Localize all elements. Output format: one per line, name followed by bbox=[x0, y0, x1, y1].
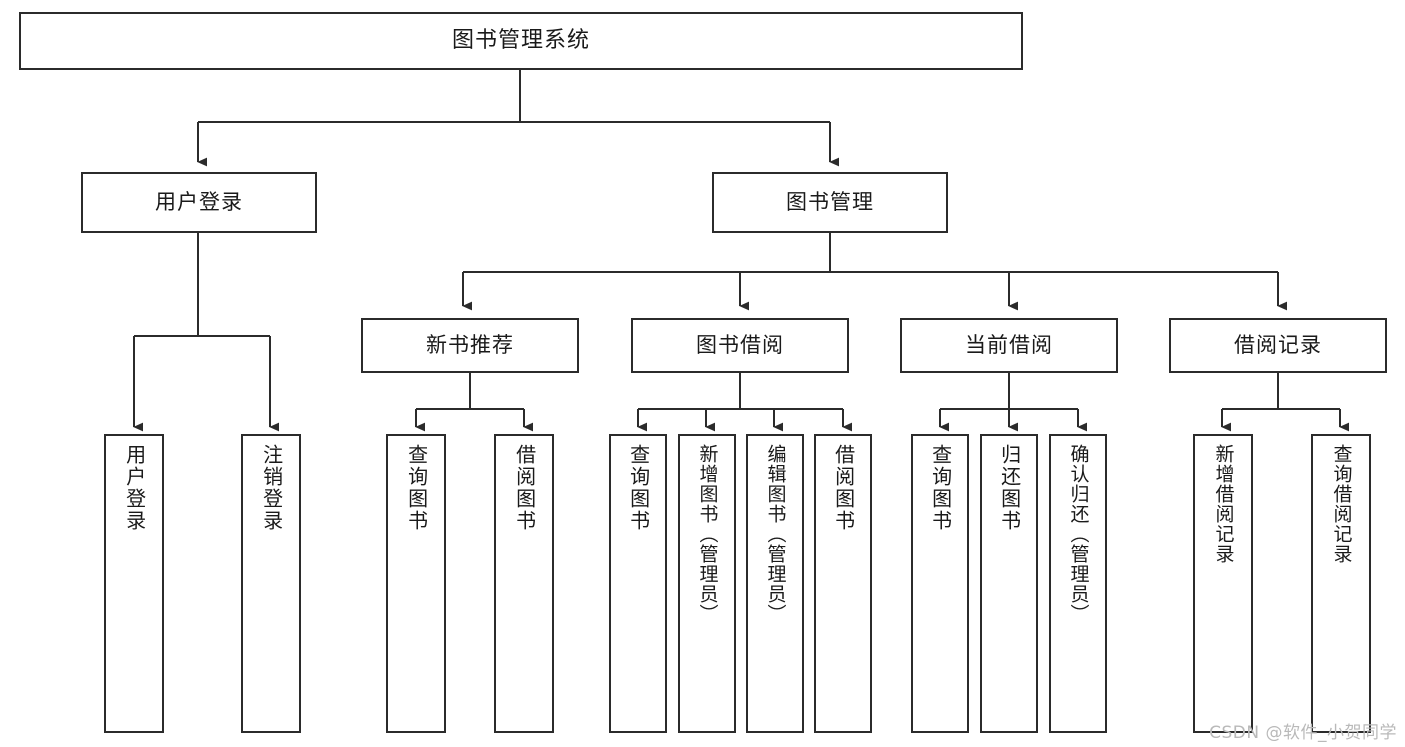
leaf-current-borrow-confirm-return-admin[interactable]: 确认归还（管理员） bbox=[1049, 434, 1107, 733]
leaf-new-book-borrow-book[interactable]: 借阅图书 bbox=[494, 434, 554, 733]
node-label: 借阅记录 bbox=[1234, 333, 1322, 357]
leaf-borrow-record-query-record[interactable]: 查询借阅记录 bbox=[1311, 434, 1371, 733]
leaf-new-book-query-book[interactable]: 查询图书 bbox=[386, 434, 446, 733]
leaf-label: 新增借阅记录 bbox=[1212, 444, 1235, 564]
leaf-label: 注销登录 bbox=[259, 444, 284, 532]
node-root-book-management-system[interactable]: 图书管理系统 bbox=[19, 12, 1023, 70]
leaf-label: 查询图书 bbox=[928, 444, 953, 532]
node-label: 当前借阅 bbox=[965, 333, 1053, 357]
leaf-book-borrow-query-book[interactable]: 查询图书 bbox=[609, 434, 667, 733]
csdn-watermark: CSDN @软件_小贺同学 bbox=[1209, 723, 1397, 743]
leaf-label: 新增图书（管理员） bbox=[696, 444, 719, 624]
node-label: 图书管理 bbox=[786, 190, 874, 214]
leaf-label: 用户登录 bbox=[122, 444, 147, 532]
leaf-label: 查询图书 bbox=[404, 444, 429, 532]
leaf-borrow-record-add-record[interactable]: 新增借阅记录 bbox=[1193, 434, 1253, 733]
leaf-user-login-logout[interactable]: 注销登录 bbox=[241, 434, 301, 733]
leaf-current-borrow-query-book[interactable]: 查询图书 bbox=[911, 434, 969, 733]
node-new-book-recommend[interactable]: 新书推荐 bbox=[361, 318, 579, 373]
leaf-user-login-user-login[interactable]: 用户登录 bbox=[104, 434, 164, 733]
node-book-management[interactable]: 图书管理 bbox=[712, 172, 948, 233]
node-user-login[interactable]: 用户登录 bbox=[81, 172, 317, 233]
leaf-label: 归还图书 bbox=[997, 444, 1022, 532]
node-book-borrow[interactable]: 图书借阅 bbox=[631, 318, 849, 373]
leaf-book-borrow-borrow-book[interactable]: 借阅图书 bbox=[814, 434, 872, 733]
leaf-label: 借阅图书 bbox=[512, 444, 537, 532]
node-label: 用户登录 bbox=[155, 190, 243, 214]
node-current-borrow[interactable]: 当前借阅 bbox=[900, 318, 1118, 373]
leaf-label: 确认归还（管理员） bbox=[1067, 444, 1090, 624]
leaf-book-borrow-add-book-admin[interactable]: 新增图书（管理员） bbox=[678, 434, 736, 733]
leaf-label: 查询图书 bbox=[626, 444, 651, 532]
leaf-current-borrow-return-book[interactable]: 归还图书 bbox=[980, 434, 1038, 733]
leaf-label: 编辑图书（管理员） bbox=[764, 444, 787, 624]
node-borrow-record[interactable]: 借阅记录 bbox=[1169, 318, 1387, 373]
leaf-label: 借阅图书 bbox=[831, 444, 856, 532]
node-label: 图书管理系统 bbox=[451, 28, 590, 53]
node-label: 图书借阅 bbox=[696, 333, 784, 357]
node-label: 新书推荐 bbox=[426, 333, 514, 357]
leaf-label: 查询借阅记录 bbox=[1330, 444, 1353, 564]
leaf-book-borrow-edit-book-admin[interactable]: 编辑图书（管理员） bbox=[746, 434, 804, 733]
